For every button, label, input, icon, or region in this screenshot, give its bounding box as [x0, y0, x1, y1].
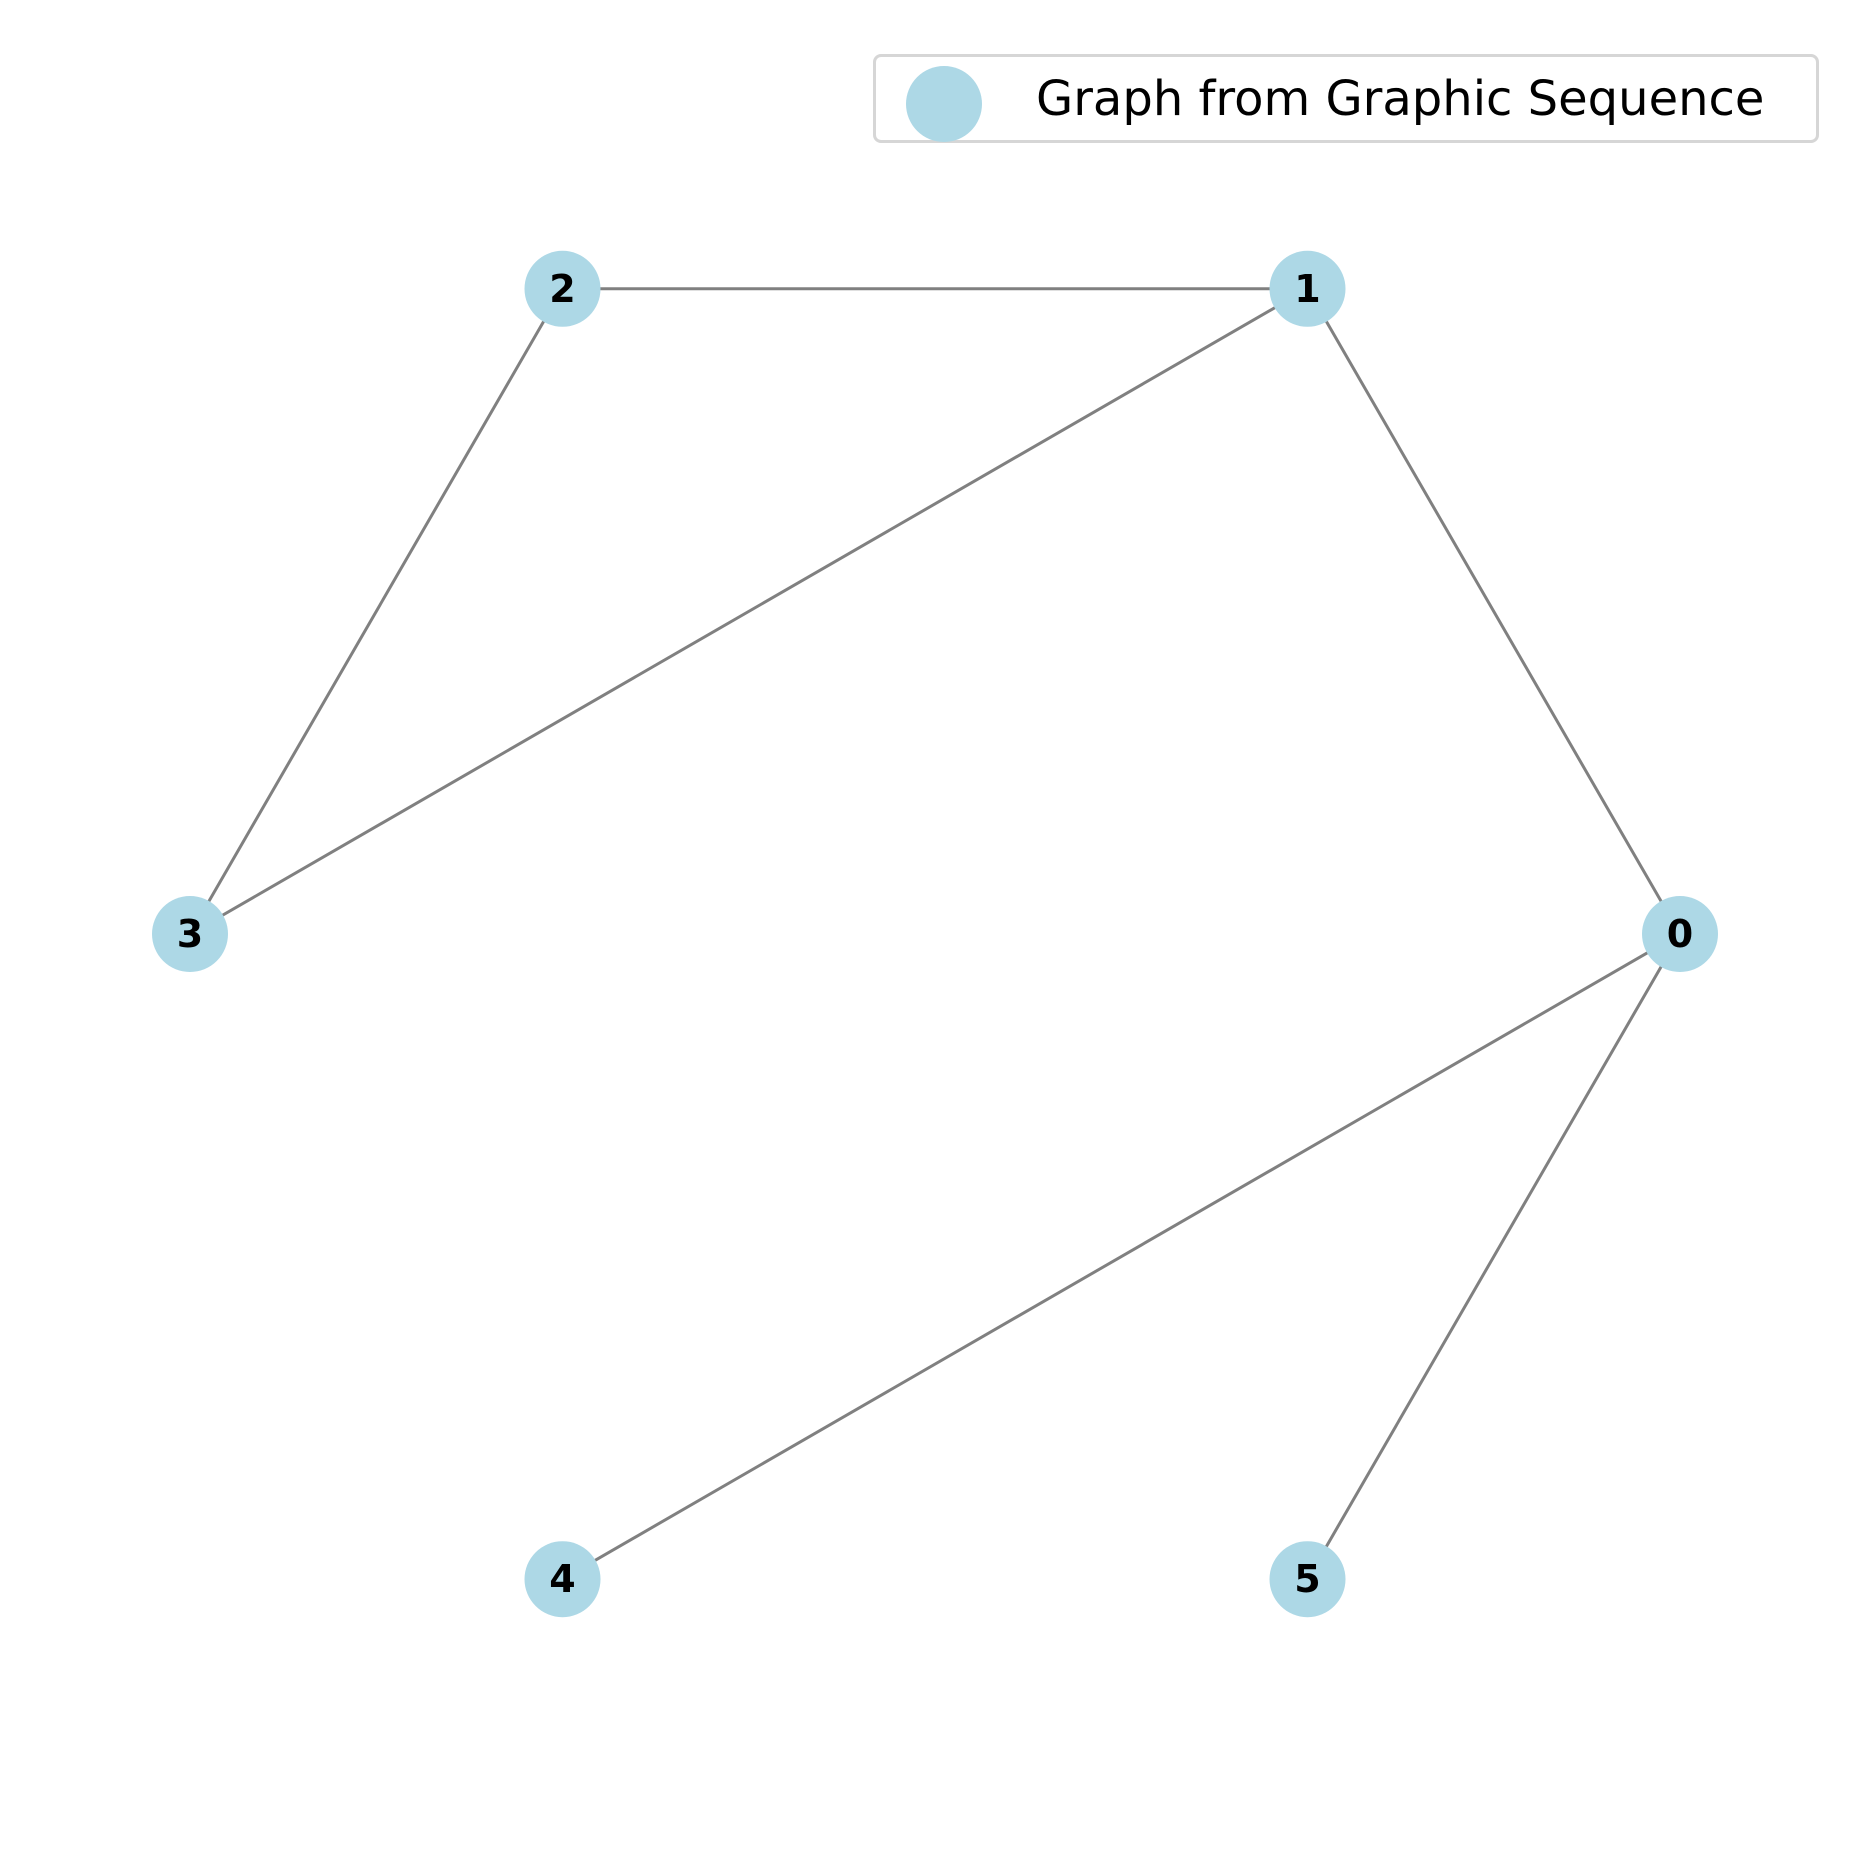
node-circle-2	[524, 250, 601, 327]
edge-0-5	[1306, 933, 1682, 1580]
node-circle-0	[1642, 896, 1718, 972]
node-0: 0	[1642, 896, 1718, 972]
edge-0-4	[561, 932, 1681, 1581]
node-4: 4	[524, 1541, 601, 1618]
node-label-3: 3	[177, 912, 203, 956]
node-2: 2	[524, 250, 601, 327]
node-label-5: 5	[1294, 1557, 1320, 1601]
node-5: 5	[1269, 1541, 1346, 1618]
node-label-0: 0	[1667, 912, 1693, 956]
edge-2-3	[188, 288, 564, 935]
legend-label: Graph from Graphic Sequence	[1036, 71, 1765, 127]
legend: Graph from Graphic Sequence	[873, 54, 1819, 143]
node-label-2: 2	[549, 267, 575, 311]
edge-layer	[188, 287, 1682, 1581]
node-circle-1	[1269, 250, 1346, 327]
legend-marker-icon	[906, 66, 982, 142]
node-label-4: 4	[549, 1557, 575, 1601]
edge-1-3	[189, 287, 1309, 936]
node-3: 3	[152, 896, 228, 972]
node-circle-3	[152, 896, 228, 972]
node-layer: 0 1 2 3 4 5	[152, 250, 1718, 1618]
edge-1-0	[1306, 288, 1682, 935]
node-1: 1	[1269, 250, 1346, 327]
node-circle-4	[524, 1541, 601, 1618]
node-circle-5	[1269, 1541, 1346, 1618]
node-label-1: 1	[1294, 267, 1320, 311]
